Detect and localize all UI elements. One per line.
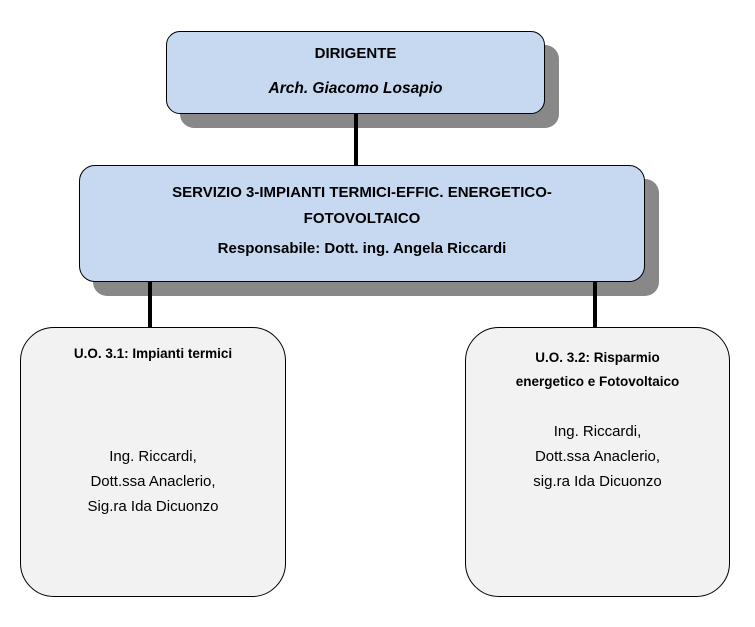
servizio-title-line1: SERVIZIO 3-IMPIANTI TERMICI-EFFIC. ENERG… xyxy=(172,184,552,201)
staff-member: Sig.ra Ida Dicuonzo xyxy=(87,498,219,515)
staff-member: Ing. Riccardi, xyxy=(109,448,197,465)
staff-member: Dott.ssa Anaclerio, xyxy=(534,448,661,465)
unit-staff-list: Ing. Riccardi, Dott.ssa Anaclerio, Sig.r… xyxy=(21,444,285,519)
dirigente-name: Arch. Giacomo Losapio xyxy=(268,80,443,97)
connector-dirigente-servizio xyxy=(354,114,358,165)
connector-servizio-uo2 xyxy=(593,282,597,327)
unit-box-uo-3-1: U.O. 3.1: Impianti termici Ing. Riccardi… xyxy=(20,327,286,597)
unit-box-uo-3-2: U.O. 3.2: Risparmio energetico e Fotovol… xyxy=(465,327,730,597)
dirigente-title: DIRIGENTE xyxy=(314,45,397,62)
staff-member: Dott.ssa Anaclerio, xyxy=(90,473,216,490)
unit-title: U.O. 3.1: Impianti termici xyxy=(21,346,285,361)
servizio-title-line2: FOTOVOLTAICO xyxy=(303,210,421,227)
unit-title-line: U.O. 3.2: Risparmio xyxy=(535,350,660,365)
unit-staff-list: Ing. Riccardi, Dott.ssa Anaclerio, sig.r… xyxy=(466,419,729,494)
servizio-responsabile: Responsabile: Dott. ing. Angela Riccardi xyxy=(217,240,507,257)
staff-member: sig.ra Ida Dicuonzo xyxy=(533,473,662,490)
unit-title-line: energetico e Fotovoltaico xyxy=(515,374,680,389)
unit-title: U.O. 3.2: Risparmio energetico e Fotovol… xyxy=(466,346,729,394)
staff-member: Ing. Riccardi, xyxy=(553,423,642,440)
unit-title-line: U.O. 3.1: Impianti termici xyxy=(73,346,233,361)
servizio-box: SERVIZIO 3-IMPIANTI TERMICI-EFFIC. ENERG… xyxy=(79,165,645,282)
connector-servizio-uo1 xyxy=(148,282,152,327)
servizio-title: SERVIZIO 3-IMPIANTI TERMICI-EFFIC. ENERG… xyxy=(80,180,644,232)
dirigente-box: DIRIGENTE Arch. Giacomo Losapio xyxy=(166,31,545,114)
